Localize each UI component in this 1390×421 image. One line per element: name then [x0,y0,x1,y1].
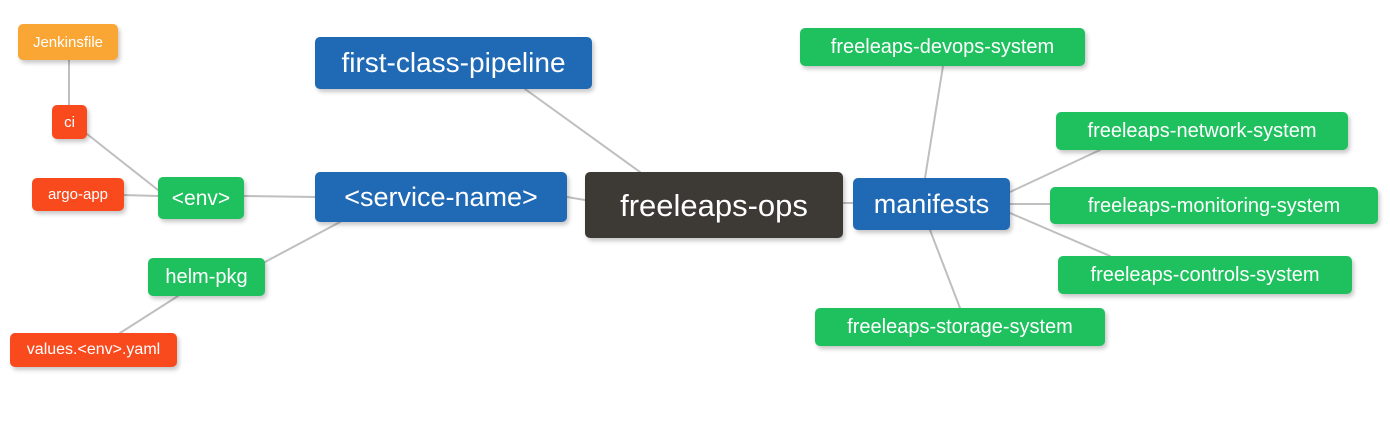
node-network-system[interactable]: freeleaps-network-system [1056,112,1348,150]
node-devops-system[interactable]: freeleaps-devops-system [800,28,1085,66]
node-ci[interactable]: ci [52,105,87,139]
node-argo-app[interactable]: argo-app [32,178,124,211]
node-manifests[interactable]: manifests [853,178,1010,230]
edge-first-class-pipeline-to-freeleaps-ops [524,88,641,173]
edge-service-name-to-helm-pkg [264,221,341,263]
node-jenkinsfile[interactable]: Jenkinsfile [18,24,118,60]
node-helm-pkg[interactable]: helm-pkg [148,258,265,296]
node-controls-system[interactable]: freeleaps-controls-system [1058,256,1352,294]
edge-argo-app-to-env [123,194,159,197]
node-values-yaml[interactable]: values.<env>.yaml [10,333,177,367]
node-env[interactable]: <env> [158,177,244,219]
node-freeleaps-ops[interactable]: freeleaps-ops [585,172,843,238]
edge-manifests-to-network-system [1009,149,1101,193]
edge-helm-pkg-to-values-yaml [119,295,179,334]
node-monitoring-system[interactable]: freeleaps-monitoring-system [1050,187,1378,224]
edge-service-name-to-freeleaps-ops [566,196,586,201]
node-service-name[interactable]: <service-name> [315,172,567,222]
edge-manifests-to-storage-system [929,229,961,309]
edge-manifests-to-devops-system [924,65,944,179]
node-storage-system[interactable]: freeleaps-storage-system [815,308,1105,346]
node-first-class-pipeline[interactable]: first-class-pipeline [315,37,592,89]
edge-env-to-service-name [243,195,316,198]
